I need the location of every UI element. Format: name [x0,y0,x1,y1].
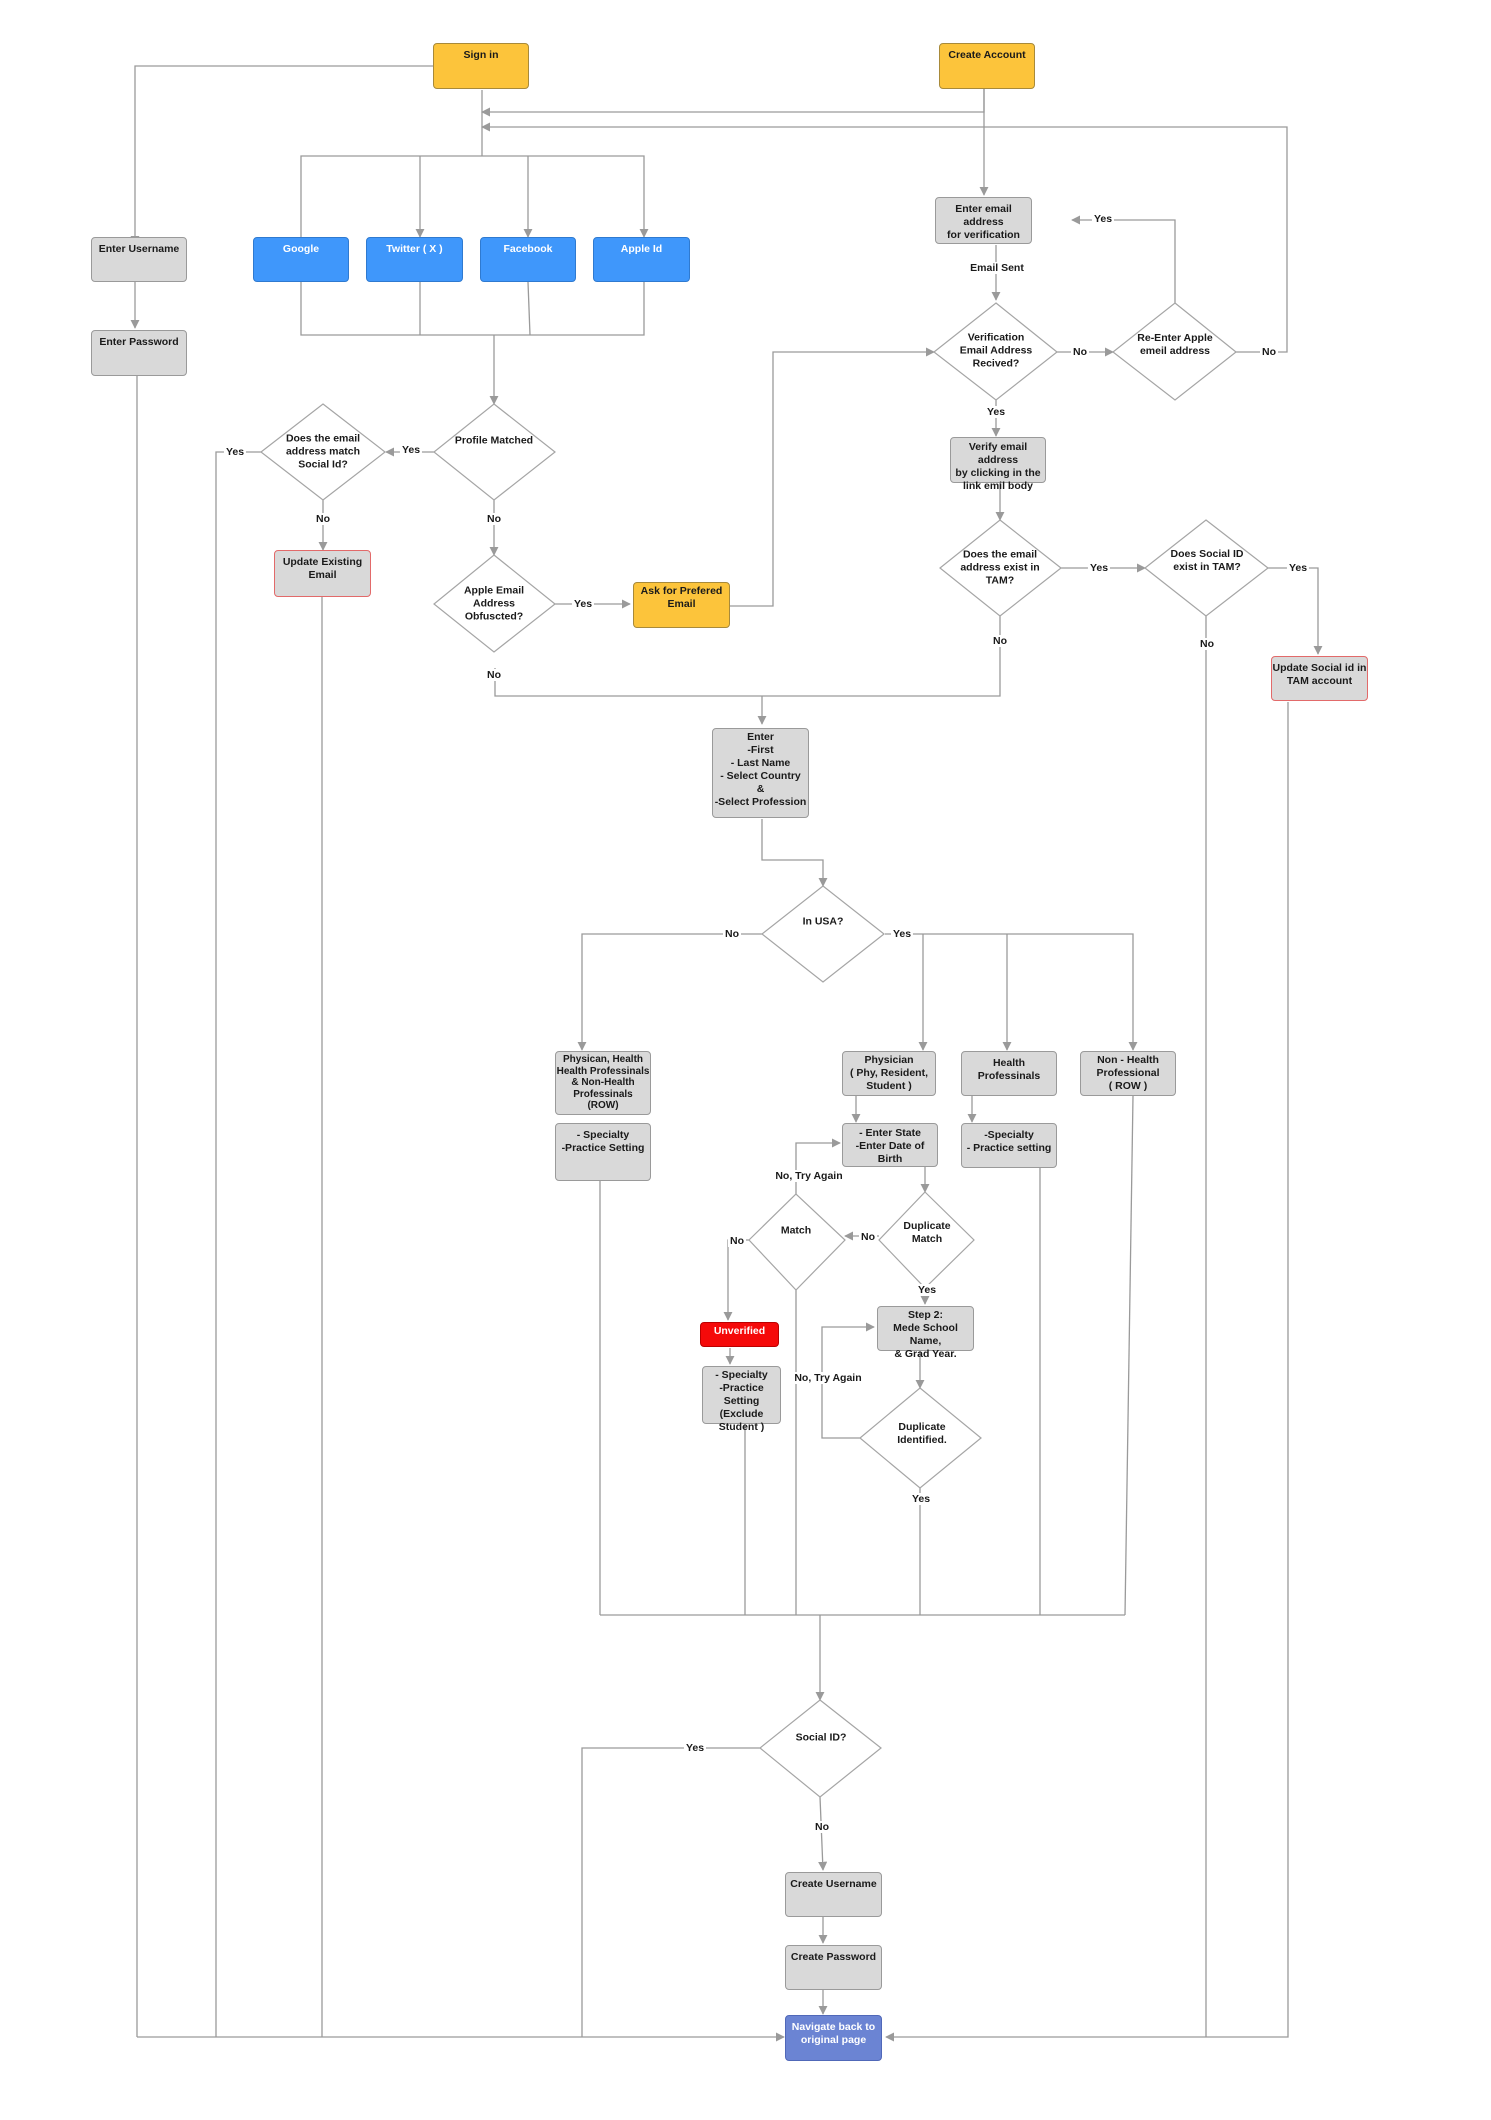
connector [130,65,433,245]
decision-label-profile-matched: Profile Matched [454,434,534,447]
decision-duplicate-identified [859,1387,982,1489]
decision-label-verification: Verification Email Address Recived? [959,331,1033,370]
connector [795,1138,841,1194]
health-professionals-box[interactable]: Health Professinals [961,1051,1057,1096]
edge-label-no: No [314,513,332,525]
row-specialty-box[interactable]: - Specialty -Practice Setting [555,1123,651,1181]
apple-id-login-button[interactable]: Apple Id [593,237,690,282]
connector [300,282,645,336]
enter-state-dob-box[interactable]: - Enter State -Enter Date of Birth [842,1123,938,1167]
twitter-login-button[interactable]: Twitter ( X ) [366,237,463,282]
unverified-specialty-box[interactable]: - Specialty -Practice Setting (Exclude S… [702,1366,781,1433]
decision-label-social-id-tam: Does Social ID exist in TAM? [1170,548,1244,573]
decision-profile-matched [433,403,556,501]
connector [761,819,828,887]
sign-in-box[interactable]: Sign in [433,43,529,89]
connector [577,933,762,1051]
connector [818,1796,828,1871]
decision-email-match-social [260,403,386,501]
decision-label-duplicate-identified: Duplicate Identified. [897,1421,947,1446]
edge-label-no: No [991,635,1009,647]
enter-details-box[interactable]: Enter -First - Last Name - Select Countr… [712,728,809,818]
decision-label-email-exist-tam: Does the email address exist in TAM? [960,548,1040,587]
connector [723,1239,749,1321]
edge-label-no: No [723,928,741,940]
decision-in-usa [761,885,885,983]
row-professionals-box[interactable]: Physican, Health Health Professinals & N… [555,1051,651,1115]
connector [885,933,1138,1051]
navigate-back-box[interactable]: Navigate back to original page [785,2015,882,2061]
decision-email-exist-tam [939,519,1062,617]
edge-label-no-try-again: No, Try Again [792,1372,864,1384]
update-existing-email-box[interactable]: Update Existing Email [274,550,371,597]
decision-label-duplicate-match: Duplicate Match [903,1220,951,1245]
google-login-button[interactable]: Google [253,237,349,282]
edge-label-email-sent: Email Sent [968,262,1026,274]
connector [730,347,935,607]
decision-match [748,1193,846,1291]
edge-label-yes: Yes [1087,562,1111,574]
edge-label-yes: Yes [223,446,247,458]
hp-specialty-box[interactable]: -Specialty - Practice setting [961,1123,1057,1168]
update-social-id-box[interactable]: Update Social id in TAM account [1271,656,1368,701]
enter-username-box[interactable]: Enter Username [91,237,187,282]
decision-label-apple-obfuscated: Apple Email Address Obfuscted? [463,584,525,623]
connector [300,155,649,238]
edge-label-no: No [1260,346,1278,358]
edge-label-yes: Yes [1286,562,1310,574]
decision-social-id [759,1699,882,1798]
physician-box[interactable]: Physician ( Phy, Resident, Student ) [842,1051,936,1096]
verify-email-box[interactable]: Verify email address by clicking in the … [950,437,1046,492]
enter-email-verification-box[interactable]: Enter email address for verification [935,197,1032,244]
edge-label-no: No [1198,638,1216,650]
decision-label-match: Match [780,1224,812,1237]
decision-reenter-apple-email [1112,302,1237,401]
unverified-box[interactable]: Unverified [700,1322,779,1347]
connector [527,281,531,336]
edge-label-no: No [728,1235,746,1247]
facebook-login-button[interactable]: Facebook [480,237,576,282]
ask-preferred-email-box[interactable]: Ask for Prefered Email [633,582,730,628]
connector [1268,567,1323,655]
create-password-box[interactable]: Create Password [785,1945,882,1990]
decision-social-id-exist-tam [1144,519,1269,617]
edge-label-no: No [859,1231,877,1243]
connector [481,122,1288,353]
edge-label-yes: Yes [399,444,423,456]
create-username-box[interactable]: Create Username [785,1872,882,1917]
decision-label-reenter-apple: Re-Enter Apple emeil address [1137,332,1213,357]
connector [1124,1095,1134,1616]
edge-label-yes: Yes [984,406,1008,418]
edge-label-yes: Yes [1091,213,1115,225]
edge-label-no: No [485,669,503,681]
non-health-professional-box[interactable]: Non - Health Professional ( ROW ) [1080,1051,1176,1096]
edge-label-yes: Yes [890,928,914,940]
edge-label-no: No [1071,346,1089,358]
connector [481,88,985,117]
edge-label-yes: Yes [683,1742,707,1754]
decision-label-in-usa: In USA? [802,915,844,928]
step2-med-school-box[interactable]: Step 2: Mede School Name, & Grad Year. [877,1306,974,1360]
decision-label-social-id: Social ID? [795,1731,847,1744]
connector [215,451,262,2037]
decision-label-email-match-social: Does the email address match Social Id? [285,432,361,471]
edge-label-yes: Yes [915,1284,939,1296]
enter-password-box[interactable]: Enter Password [91,330,187,376]
connector [885,702,1289,2042]
connector [581,1747,760,2037]
edge-label-yes: Yes [909,1493,933,1505]
create-account-box[interactable]: Create Account [939,43,1035,89]
decision-apple-obfuscated [433,554,556,653]
edge-label-no: No [813,1821,831,1833]
connector [1071,215,1176,303]
edge-label-yes: Yes [571,598,595,610]
connector [494,616,1001,697]
edge-label-no: No [485,513,503,525]
decision-verification-received [933,302,1058,401]
edge-label-no-try-again: No, Try Again [773,1170,845,1182]
